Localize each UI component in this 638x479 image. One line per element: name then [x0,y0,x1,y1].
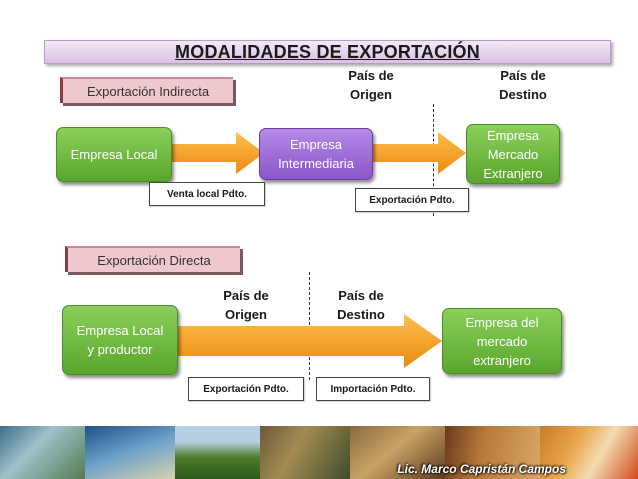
section-label-indirect-text: Exportación Indirecta [86,83,210,99]
photo-field [175,426,260,479]
photo-money [0,426,85,479]
photo-coffee [350,426,445,479]
direct-pais-origen: País de Origen [223,288,269,322]
indirect-pais-destino: País de Destino [499,68,547,102]
tag-importacion-direct: Importación Pdto. [316,377,430,401]
section-label-indirect: Exportación Indirecta [60,77,233,103]
arrow-direct [176,314,442,368]
tag-exportacion-direct: Exportación Pdto. [188,377,304,401]
photo-fruits [540,426,638,479]
author-credit: Lic. Marco Capristán Campos [397,462,566,476]
direct-pais-destino: País de Destino [337,288,385,322]
tag-venta-local: Venta local Pdto. [149,182,265,206]
arrow-indirect-2 [370,132,466,174]
footer-photo-strip [0,426,638,479]
title-banner: MODALIDADES DE EXPORTACIÓN [44,40,611,64]
box-empresa-intermediaria: Empresa Intermediaria [259,128,373,180]
box-empresa-local-productor: Empresa Local y productor [62,305,178,375]
box-empresa-mercado-extranjero-direct: Empresa del mercado extranjero [442,308,562,374]
box-empresa-mercado-extranjero: Empresa Mercado Extranjero [466,124,560,184]
indirect-pais-origen: País de Origen [348,68,394,102]
photo-map [85,426,175,479]
page-title: MODALIDADES DE EXPORTACIÓN [175,41,480,62]
arrow-indirect-1 [168,132,264,174]
tag-exportacion-indirect: Exportación Pdto. [355,188,469,212]
section-label-direct-text: Exportación Directa [97,252,211,268]
photo-market [260,426,350,479]
box-empresa-local: Empresa Local [56,127,172,182]
photo-beans [445,426,540,479]
section-label-direct: Exportación Directa [65,246,240,272]
